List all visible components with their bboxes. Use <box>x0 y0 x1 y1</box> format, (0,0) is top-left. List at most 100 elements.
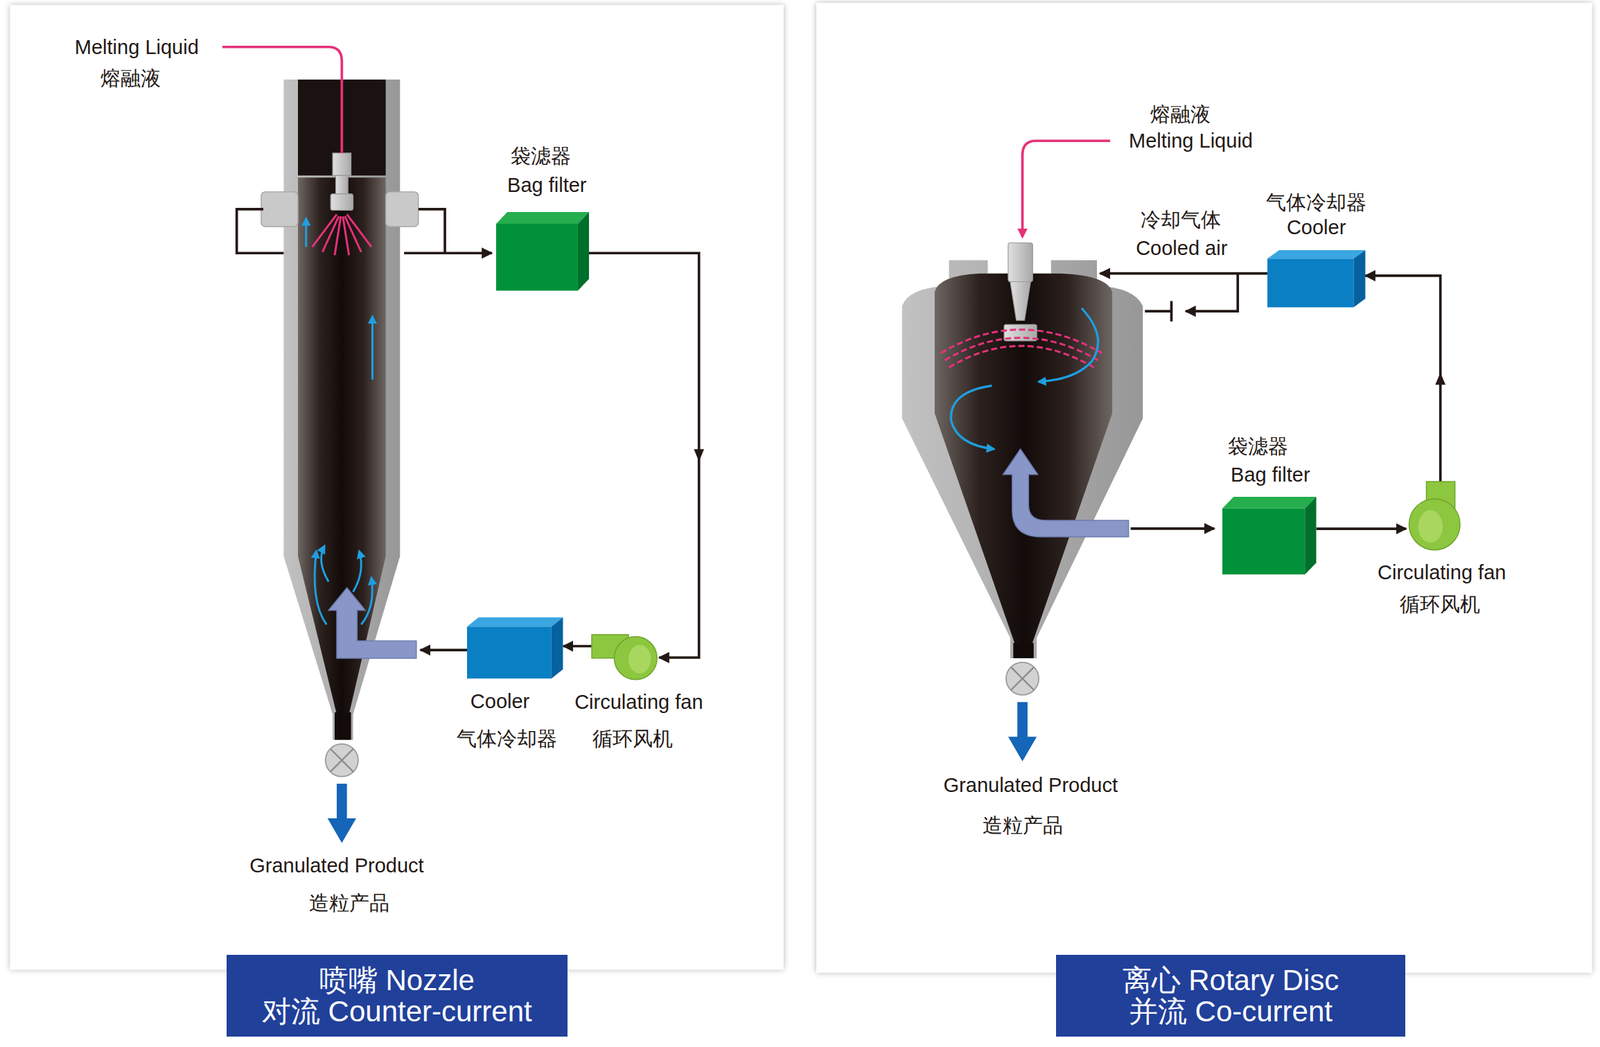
swirl-arrows <box>950 308 1098 450</box>
cooled-air-line <box>1144 309 1172 313</box>
free-label: 造粒产品 <box>309 891 390 916</box>
band-text: 并流 Co-current <box>1128 995 1333 1027</box>
band-text: 离心 Rotary Disc <box>1122 964 1340 996</box>
connector-line <box>563 645 592 648</box>
node-label: 循环风机 <box>1399 591 1481 617</box>
bypass-pipe <box>236 209 492 253</box>
nozzle-tower <box>261 79 419 741</box>
cooler-box-shape <box>467 626 552 679</box>
exhaust-pipe <box>1003 449 1129 538</box>
node-label: 循环风机 <box>592 726 673 752</box>
circulating-fan: Circulating fan循环风机 <box>1405 481 1463 551</box>
gas-flow-arrows <box>304 218 307 247</box>
title-band: 离心 Rotary Disc并流 Co-current <box>1056 954 1406 1037</box>
rotary-tower <box>902 260 1144 659</box>
bag-filter-box-shape <box>496 212 589 224</box>
swirl-arrows <box>1038 308 1099 382</box>
cooler-box: 气体冷却器Cooler <box>1267 250 1366 307</box>
band-text: 对流 Counter-current <box>261 995 533 1027</box>
left-panel <box>10 4 784 970</box>
spray-nozzle <box>332 153 352 176</box>
node-label: 袋滤器 <box>510 144 571 169</box>
flow-arrowhead <box>693 449 705 462</box>
rotary-valve <box>1011 667 1034 690</box>
rotary-tower <box>902 260 1144 659</box>
nozzle-tower <box>334 712 352 741</box>
rotary-valve <box>325 744 359 777</box>
free-label: 熔融液 <box>1150 102 1211 127</box>
node-label: 气体冷却器 <box>1266 189 1367 215</box>
cooler-box-shape <box>1353 250 1366 307</box>
circulating-fan-shape <box>591 630 659 680</box>
spray-jets <box>312 214 372 256</box>
cooled-air-line <box>1099 272 1268 276</box>
melt-feed-line <box>1022 140 1111 237</box>
bag-filter-box-shape <box>1304 496 1316 575</box>
free-label: Granulated Product <box>943 772 1118 797</box>
spray-nozzle <box>330 194 353 211</box>
circulating-fan-shape <box>1409 498 1461 551</box>
rotary-atomizer <box>1008 243 1033 283</box>
cooled-air-line <box>1099 273 1268 322</box>
connector <box>588 252 705 658</box>
swirl-arrows <box>950 385 994 450</box>
gas-flow-arrows <box>321 546 330 583</box>
exhaust-pipe <box>1003 449 1129 538</box>
flow-arrowhead <box>1435 372 1446 386</box>
exhaust-line <box>1130 527 1215 531</box>
rotary-valve <box>325 744 359 777</box>
nozzle-tower <box>261 191 298 227</box>
rotary-valve <box>330 749 353 772</box>
gas-inlet-pipe <box>328 587 417 659</box>
free-label: Melting Liquid <box>1128 128 1253 154</box>
right-panel <box>816 2 1592 973</box>
connector-line <box>588 252 700 658</box>
free-label: Melting Liquid <box>74 34 199 59</box>
node-label: Bag filter <box>1230 462 1310 487</box>
rotary-valve <box>1011 667 1034 690</box>
free-label: Granulated Product <box>249 853 424 878</box>
bag-filter-box-shape <box>1222 496 1316 509</box>
node-label: Cooler <box>1286 215 1346 240</box>
circulating-fan-shape <box>1405 481 1463 551</box>
node-label: Circulating fan <box>1377 560 1506 585</box>
cooler-to-inlet-line <box>420 648 468 652</box>
connector <box>563 645 592 647</box>
panels <box>10 2 1592 973</box>
disc-spray <box>948 345 1094 368</box>
gas-flow-arrows <box>371 316 374 380</box>
node-label: Cooler <box>470 688 530 714</box>
rotary-tower <box>1013 643 1034 659</box>
gas-flow-arrows <box>306 218 373 625</box>
band-text: 喷嘴 Nozzle <box>319 964 475 996</box>
disc-spray <box>941 329 1103 368</box>
rotary-valve <box>1006 662 1039 696</box>
cooler-box-shape <box>551 617 564 679</box>
node-label: 袋滤器 <box>1227 433 1289 459</box>
nozzle-tower <box>385 191 419 227</box>
product-arrow <box>1008 736 1037 761</box>
cooler-box-shape <box>1267 250 1366 307</box>
spray-nozzle <box>335 175 348 195</box>
free-label: 造粒产品 <box>982 813 1063 838</box>
cooler-box-shape <box>467 617 563 627</box>
node-label: Bag filter <box>507 172 587 197</box>
circulating-fan-shape <box>1418 510 1443 543</box>
bag-filter-box-shape <box>1222 496 1316 575</box>
connector <box>1316 528 1407 529</box>
melt-feed-line <box>222 47 342 154</box>
spray-jets <box>347 214 372 247</box>
rotary-valve <box>1006 662 1039 696</box>
bypass-pipe <box>403 251 492 255</box>
connector <box>1365 275 1446 482</box>
cooler-box-shape <box>467 617 563 679</box>
free-label: Cooled air <box>1135 235 1228 260</box>
rotary-atomizer <box>1004 243 1037 341</box>
product-arrow <box>1008 701 1037 761</box>
gas-flow-arrows <box>361 577 373 626</box>
melt-feed-line <box>222 47 342 154</box>
gas-flow-arrows <box>353 550 362 592</box>
